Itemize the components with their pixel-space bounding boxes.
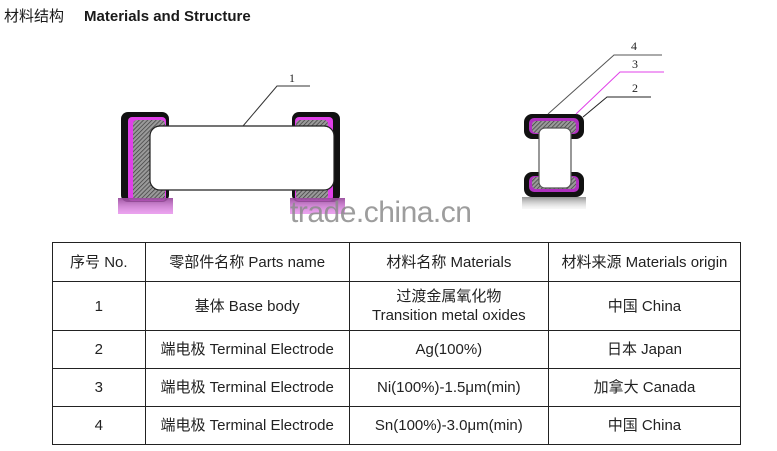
header-materials-origin: 材料来源 Materials origin xyxy=(547,242,742,282)
cell-origin: 中国 China xyxy=(547,281,742,331)
side-view-chip: 4 3 2 xyxy=(522,39,664,209)
table-row: 3 端电极 Terminal Electrode Ni(100%)-1.5μm(… xyxy=(52,368,742,407)
cell-material: Ag(100%) xyxy=(348,330,549,369)
cell-part: 端电极 Terminal Electrode xyxy=(144,330,350,369)
header-no: 序号 No. xyxy=(52,242,146,282)
header-parts-name: 零部件名称 Parts name xyxy=(144,242,350,282)
materials-table: 序号 No. 零部件名称 Parts name 材料名称 Materials 材… xyxy=(52,242,742,445)
cell-no: 2 xyxy=(52,330,146,369)
cell-origin: 日本 Japan xyxy=(547,330,742,369)
cell-material: 过渡金属氧化物 Transition metal oxides xyxy=(348,281,549,331)
page-title: 材料结构 Materials and Structure xyxy=(4,5,251,26)
component-structure-diagram: 1 4 3 2 xyxy=(118,39,664,214)
cell-material: Sn(100%)-3.0μm(min) xyxy=(348,406,549,445)
title-english: Materials and Structure xyxy=(84,8,251,25)
material-en: Transition metal oxides xyxy=(371,307,526,324)
table-header-row: 序号 No. 零部件名称 Parts name 材料名称 Materials 材… xyxy=(52,242,742,282)
cell-no: 4 xyxy=(52,406,146,445)
front-view-chip: 1 xyxy=(118,71,345,214)
cell-material: Ni(100%)-1.5μm(min) xyxy=(348,368,549,407)
cell-part: 端电极 Terminal Electrode xyxy=(144,406,350,445)
header-materials: 材料名称 Materials xyxy=(348,242,549,282)
title-chinese: 材料结构 xyxy=(4,8,65,25)
callout-2-label: 2 xyxy=(632,81,638,95)
cell-no: 1 xyxy=(52,281,146,331)
cell-origin: 加拿大 Canada xyxy=(547,368,742,407)
table-row: 1 基体 Base body 过渡金属氧化物 Transition metal … xyxy=(52,281,742,331)
cell-origin: 中国 China xyxy=(547,406,742,445)
material-cn: 过渡金属氧化物 xyxy=(396,288,502,305)
cell-no: 3 xyxy=(52,368,146,407)
callout-1-label: 1 xyxy=(289,71,295,85)
table-row: 2 端电极 Terminal Electrode Ag(100%) 日本 Jap… xyxy=(52,330,742,369)
cell-part: 端电极 Terminal Electrode xyxy=(144,368,350,407)
callout-4-label: 4 xyxy=(631,39,637,53)
callout-3-label: 3 xyxy=(632,57,638,71)
table-row: 4 端电极 Terminal Electrode Sn(100%)-3.0μm(… xyxy=(52,406,742,445)
cell-part: 基体 Base body xyxy=(144,281,350,331)
watermark: trade.china.cn xyxy=(290,196,472,229)
